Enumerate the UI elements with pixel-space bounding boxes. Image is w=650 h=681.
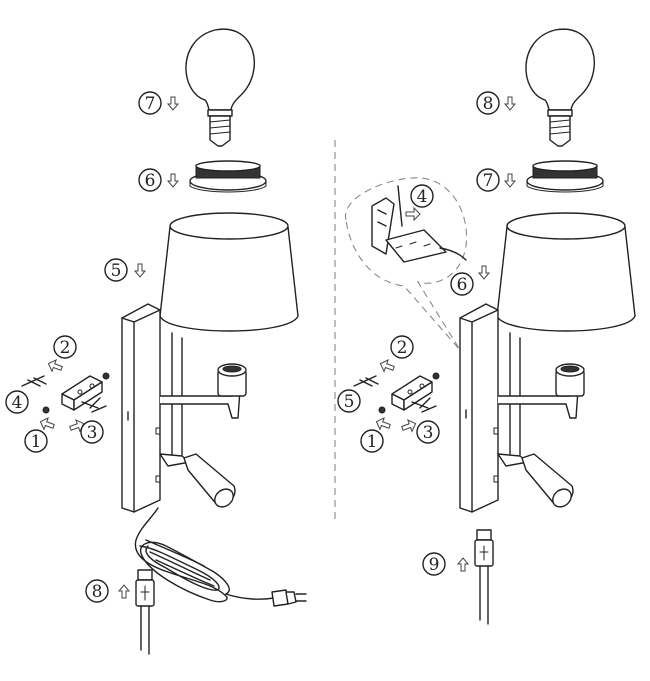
right-step-shade-label: 6 <box>457 275 468 295</box>
right-wiring-detail-callout <box>345 177 468 351</box>
left-usb-cable <box>135 569 155 655</box>
right-step-bulb-label: 8 <box>483 94 494 114</box>
up-arrow-icon <box>117 584 131 599</box>
left-wall-plate <box>121 303 183 513</box>
right-step-wiring-detail: 4 <box>410 184 434 208</box>
left-reading-spotlight <box>159 453 236 508</box>
left-step-usb-label: 8 <box>92 582 103 602</box>
nut-icon <box>432 372 440 380</box>
right-step-bracket-bottom-right: 3 <box>416 420 440 444</box>
right-step-bracket-top: 2 <box>390 335 414 359</box>
right-lamp-shade <box>496 212 636 332</box>
right-socket-arm <box>498 363 585 419</box>
right-light-bulb <box>525 28 595 147</box>
right-step-bracket-top-label: 2 <box>397 338 408 358</box>
right-step-ring-label: 7 <box>483 171 494 191</box>
plug-pins-icon <box>295 593 307 602</box>
right-step-bracket-side-label: 5 <box>344 392 355 412</box>
left-step-shade-label: 5 <box>111 261 122 281</box>
down-arrow-icon <box>166 173 180 188</box>
left-shade-ring <box>189 160 267 193</box>
right-step-usb-label: 9 <box>429 555 440 575</box>
right-step-ring: 7 <box>476 168 517 192</box>
left-step-usb: 8 <box>85 579 131 603</box>
right-wall-plate <box>459 303 521 513</box>
left-socket-arm <box>160 363 247 419</box>
nut-icon <box>378 406 386 414</box>
usb-icon <box>140 585 150 601</box>
down-arrow-icon <box>503 173 517 188</box>
left-power-cable <box>134 507 307 607</box>
right-step-bracket-bottom-right-label: 3 <box>423 423 434 443</box>
up-arrow-icon <box>456 557 470 572</box>
nut-icon <box>42 406 50 414</box>
right-step-bracket-bottom-left-label: 1 <box>367 432 378 452</box>
left-step-bracket-side: 4 <box>5 390 29 414</box>
left-step-bracket-top: 2 <box>53 335 77 359</box>
left-lamp-shade <box>159 212 299 332</box>
left-step-bracket-side-label: 4 <box>12 393 23 413</box>
left-step-bracket-bottom-right: 3 <box>80 420 104 444</box>
usb-icon <box>479 545 489 561</box>
down-arrow-icon <box>477 265 491 280</box>
right-step-wiring-detail-label: 4 <box>417 187 428 207</box>
right-reading-spotlight <box>497 453 574 508</box>
left-step-bracket-bottom-right-label: 3 <box>87 423 98 443</box>
nut-icon <box>102 372 110 380</box>
right-step-bulb: 8 <box>476 91 517 115</box>
left-step-bracket-top-label: 2 <box>60 338 71 358</box>
left-step-bracket-bottom-left: 1 <box>24 429 48 453</box>
left-step-shade: 5 <box>104 258 147 282</box>
down-arrow-icon <box>503 96 517 111</box>
left-step-ring-label: 6 <box>145 171 156 191</box>
right-step-shade: 6 <box>450 265 491 296</box>
right-usb-cable <box>474 529 494 625</box>
right-step-bracket-bottom-left: 1 <box>360 429 384 453</box>
screw-icon <box>411 397 437 413</box>
left-step-bulb-label: 7 <box>145 94 156 114</box>
left-step-ring: 6 <box>138 168 180 192</box>
left-mounting-hardware <box>21 359 110 433</box>
left-step-bracket-bottom-left-label: 1 <box>31 432 42 452</box>
left-step-bulb: 7 <box>138 91 180 115</box>
right-assembly: 8 7 6 <box>337 28 636 625</box>
left-light-bulb <box>185 28 255 147</box>
down-arrow-icon <box>166 96 180 111</box>
right-step-usb: 9 <box>422 552 470 576</box>
right-shade-ring <box>526 160 604 193</box>
right-step-bracket-side: 5 <box>337 389 361 413</box>
right-mounting-hardware <box>353 359 440 433</box>
down-arrow-icon <box>133 263 147 278</box>
screw-icon <box>81 397 107 413</box>
left-assembly: 7 6 5 <box>5 28 307 655</box>
